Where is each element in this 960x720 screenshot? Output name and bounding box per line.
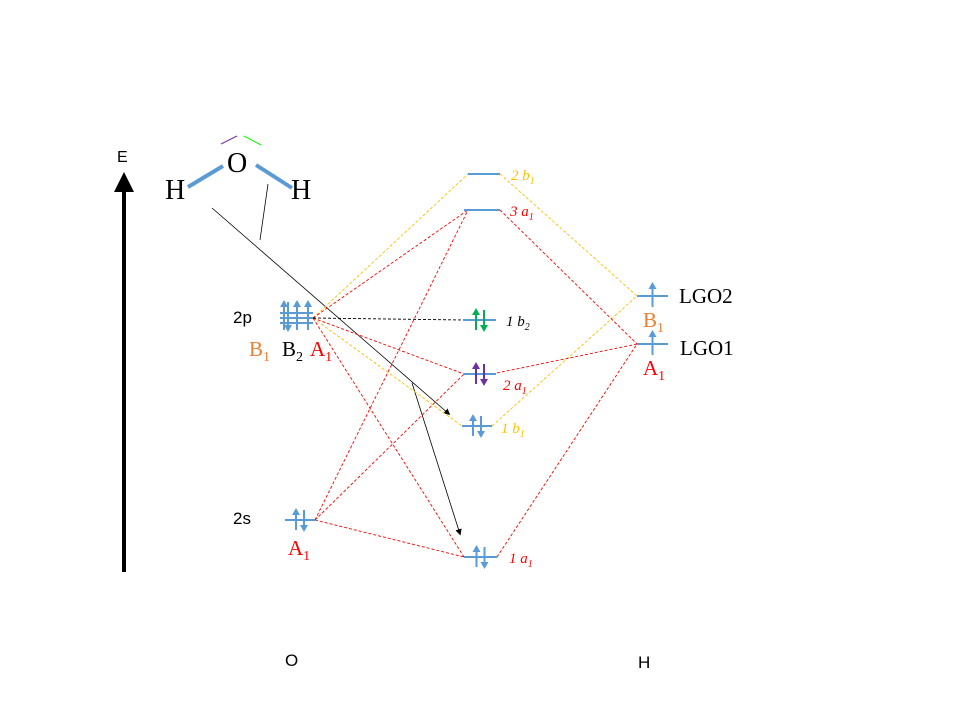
correlation-line (314, 373, 465, 521)
oxygen-2p-levels (280, 300, 313, 332)
callout-line (259, 183, 269, 241)
mo-label-symmetry: b (512, 421, 520, 437)
oxygen-column-label: O (285, 651, 298, 670)
correlation-line (496, 343, 638, 558)
callout-line (211, 207, 451, 416)
mo-label: 3 a1 (509, 204, 534, 223)
mo-label: 2 b1 (511, 168, 535, 187)
mo-label-number: 3 (509, 204, 521, 220)
symmetry-b1: B1 (249, 337, 270, 365)
mo-label-subscript: 1 (529, 212, 534, 223)
mo-label: 1 b2 (506, 314, 530, 333)
spin-up-icon (472, 545, 481, 552)
correlation-line (312, 317, 463, 427)
correlation-line (314, 519, 465, 558)
spin-up-icon (469, 414, 477, 421)
spin-down-icon (480, 325, 488, 332)
correlation-line (314, 209, 469, 521)
atom-h-right: H (291, 175, 311, 206)
symmetry-lgo1-a1: A1 (643, 356, 665, 384)
mo-label-symmetry: a (521, 204, 529, 220)
hydrogen-lgo1-level (637, 330, 668, 355)
mo-label-subscript: 2 (525, 322, 530, 333)
correlation-line (499, 173, 638, 297)
correlation-line (312, 317, 465, 375)
mo-1a1-level (464, 545, 497, 569)
spin-up-icon (472, 362, 480, 369)
correlation-line (499, 209, 638, 345)
symmetry-a1: A1 (310, 337, 332, 365)
lgo1-label: LGO1 (680, 336, 734, 360)
spin-down-icon (480, 562, 489, 569)
correlation-line (491, 343, 638, 375)
correlation-line (312, 317, 465, 558)
atom-h-left: H (165, 175, 185, 206)
callout-arrow (411, 382, 462, 536)
correlation-line (491, 295, 638, 427)
energy-axis-label: E (117, 149, 128, 166)
mo-label-subscript: 1 (522, 386, 527, 397)
mo-2a1-level (464, 362, 496, 386)
symmetry-2s-a1: A1 (288, 536, 310, 564)
mo-label-number: 2 (511, 168, 522, 184)
mo-label-number: 1 (509, 551, 520, 567)
spin-up-icon (280, 300, 288, 307)
spin-up-icon (292, 508, 300, 515)
orbital-label-2s: 2s (233, 509, 251, 528)
mo-label-subscript: 1 (528, 559, 533, 570)
hydrogen-lgo2-level (637, 282, 668, 307)
symmetry-b2: B2 (282, 337, 303, 365)
mo-1b1-level (462, 414, 492, 438)
mo-label-number: 1 (506, 314, 517, 330)
mo-label-number: 1 (501, 421, 512, 437)
spin-up-icon (304, 300, 312, 307)
water-molecule: H O H (165, 135, 311, 206)
spin-down-icon (300, 525, 308, 532)
oxygen-2s-level (285, 508, 315, 532)
mo-label-symmetry: b (517, 314, 525, 330)
mo-label: 1 a1 (509, 551, 533, 570)
spin-up-icon (293, 300, 301, 307)
mo-label: 2 a1 (503, 378, 527, 397)
lgo2-label: LGO2 (679, 284, 733, 308)
mo-label-subscript: 1 (520, 429, 525, 440)
atom-o: O (227, 148, 247, 179)
hydrogen-column-label: H (638, 653, 650, 672)
mo-label-symmetry: b (522, 168, 530, 184)
mo-label-symmetry: a (520, 551, 528, 567)
spin-up-icon (648, 282, 657, 289)
spin-up-icon (472, 308, 480, 315)
mo-label: 1 b1 (501, 421, 525, 440)
correlation-line (312, 209, 469, 319)
correlation-line (312, 173, 469, 319)
orbital-label-2p: 2p (233, 308, 252, 327)
mo-1b2-level (464, 308, 496, 332)
spin-down-icon (477, 431, 485, 438)
mo-label-subscript: 1 (530, 176, 535, 187)
spin-down-icon (480, 379, 488, 386)
spin-up-icon (648, 330, 657, 337)
correlation-line (312, 317, 465, 321)
mo-label-symmetry: a (514, 378, 522, 394)
spin-down-icon (284, 325, 292, 332)
mo-label-number: 2 (503, 378, 514, 394)
symmetry-lgo2-b1: B1 (643, 308, 664, 336)
